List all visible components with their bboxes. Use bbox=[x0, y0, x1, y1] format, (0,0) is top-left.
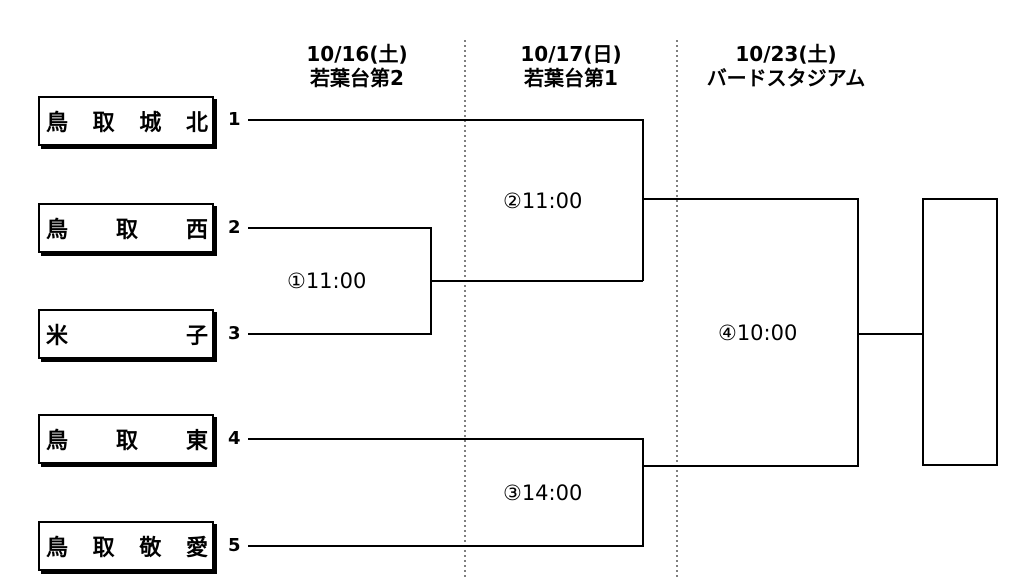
team-box-2: 鳥 取 西 bbox=[38, 203, 214, 253]
seed-1: 1 bbox=[228, 109, 241, 130]
match2-out bbox=[643, 198, 859, 467]
team4-char: 取 bbox=[115, 429, 138, 454]
team1-path bbox=[248, 119, 644, 281]
team-box-5: 鳥 取 敬 愛 bbox=[38, 521, 214, 571]
team-box-3: 米 子 bbox=[38, 309, 214, 359]
round2-venue: 若葉台第1 bbox=[524, 66, 618, 90]
round1-date: 10/16(土) bbox=[306, 42, 408, 66]
team-box-4: 鳥 取 東 bbox=[38, 414, 214, 464]
team5-char: 敬 bbox=[139, 536, 162, 561]
team4-char: 鳥 bbox=[46, 429, 69, 454]
match2-time: ②11:00 bbox=[503, 189, 583, 213]
team3-char: 米 bbox=[46, 324, 69, 349]
seed-5: 5 bbox=[228, 535, 241, 556]
team5-char: 愛 bbox=[185, 536, 208, 561]
round2-header: 10/17(日) 若葉台第1 bbox=[471, 42, 671, 90]
team3-char: 子 bbox=[185, 324, 208, 349]
round1-venue: 若葉台第2 bbox=[310, 66, 404, 90]
final-date: 10/23(土) bbox=[735, 42, 837, 66]
team2-char: 鳥 bbox=[46, 218, 69, 243]
seed-3: 3 bbox=[228, 323, 241, 344]
winner-box bbox=[922, 198, 998, 466]
round1-header: 10/16(土) 若葉台第2 bbox=[257, 42, 457, 90]
team5-char: 鳥 bbox=[46, 536, 69, 561]
match1-time: ①11:00 bbox=[287, 269, 367, 293]
round2-date: 10/17(日) bbox=[520, 42, 622, 66]
final-venue: バードスタジアム bbox=[706, 66, 866, 90]
team5-char: 取 bbox=[92, 536, 115, 561]
match4-time: ④10:00 bbox=[718, 321, 798, 345]
team1-char: 城 bbox=[139, 111, 162, 136]
team1-char: 取 bbox=[92, 111, 115, 136]
match3-time: ③14:00 bbox=[503, 481, 583, 505]
team1-char: 鳥 bbox=[46, 111, 69, 136]
team4-path bbox=[248, 438, 644, 547]
team-box-1: 鳥 取 城 北 bbox=[38, 96, 214, 146]
seed-2: 2 bbox=[228, 217, 241, 238]
team2-char: 西 bbox=[185, 218, 208, 243]
team2-char: 取 bbox=[115, 218, 138, 243]
final-header: 10/23(土) バードスタジアム bbox=[686, 42, 886, 90]
seed-4: 4 bbox=[228, 428, 241, 449]
team4-char: 東 bbox=[185, 429, 208, 454]
team1-char: 北 bbox=[185, 111, 208, 136]
